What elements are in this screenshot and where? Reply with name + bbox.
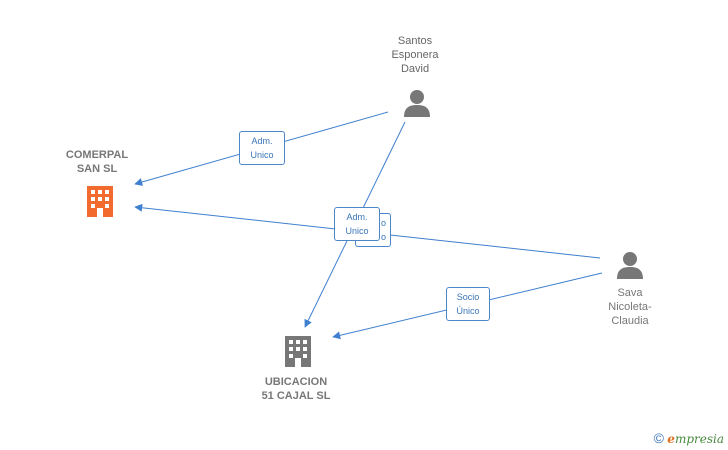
- edge-label-santos-comerpal: Adm. Unico: [239, 131, 285, 165]
- node-label-santos: Santos Esponera David: [391, 35, 439, 75]
- brand-footer: © empresia: [654, 430, 724, 446]
- node-label-sava: Sava Nicoleta- Claudia: [608, 287, 652, 327]
- node-label-comerpal: COMERPAL SAN SL: [65, 149, 129, 175]
- brand-name: mpresia: [674, 432, 724, 446]
- person-icon: [617, 252, 643, 279]
- copyright-icon: ©: [653, 430, 664, 446]
- brand-logo-e: e: [667, 432, 675, 446]
- node-label-ubicacion: UBICACION 51 CAJAL SL: [261, 376, 331, 402]
- edge-label-sava-comerpal: Adm. Unico: [334, 207, 380, 241]
- edge-label-sava-ubicacion: Socio Único: [446, 287, 490, 321]
- building-icon: [87, 186, 113, 217]
- person-icon: [404, 90, 430, 117]
- building-icon: [285, 336, 311, 367]
